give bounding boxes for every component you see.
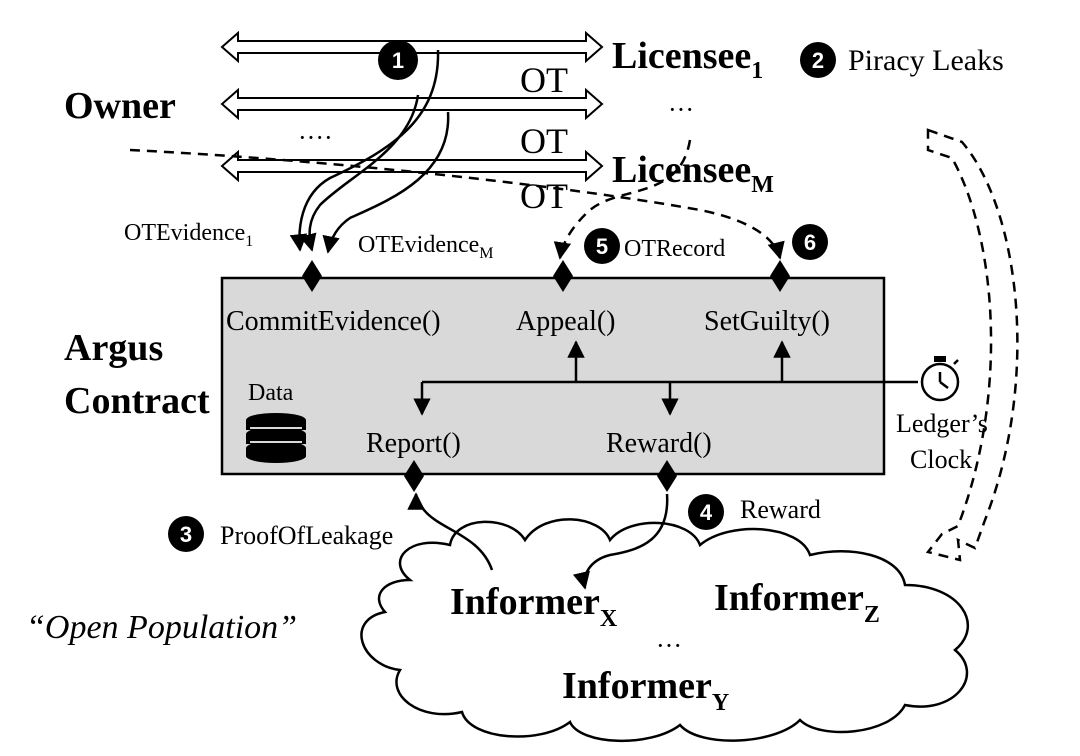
ot-evidence-1-label: OTEvidence1 xyxy=(124,220,253,250)
informer-y-label: InformerY xyxy=(562,665,729,716)
badge-6: 6 xyxy=(792,224,828,260)
evidence-arrow-3 xyxy=(322,111,450,254)
ledger-clock-line2: Clock xyxy=(910,445,972,474)
badge-2: 2 xyxy=(800,42,836,78)
svg-text:2: 2 xyxy=(812,48,824,73)
open-population-caption: “Open Population” xyxy=(26,609,297,646)
licensee-ellipsis: ··· xyxy=(668,95,694,124)
svg-text:1: 1 xyxy=(392,48,404,73)
owner-setguilty-dashed-arrow xyxy=(129,148,785,260)
informer-z-label: InformerZ xyxy=(714,577,880,628)
svg-text:6: 6 xyxy=(804,230,816,255)
report-function: Report() xyxy=(366,428,461,459)
database-icon xyxy=(246,413,306,463)
evidence-arrow-1 xyxy=(289,49,440,252)
contract-title-line1: Argus xyxy=(64,327,163,369)
stopwatch-icon xyxy=(920,356,960,402)
owner-label: Owner xyxy=(64,85,176,127)
reward-arrow xyxy=(572,493,669,590)
svg-text:5: 5 xyxy=(596,234,608,259)
contract-title-line2: Contract xyxy=(64,380,210,422)
channel-arrow-1 xyxy=(220,30,604,64)
ot-evidence-m-label: OTEvidenceM xyxy=(358,232,494,262)
set-guilty-function: SetGuilty() xyxy=(704,306,830,337)
ot-label-1: OT xyxy=(520,60,568,100)
population-cloud xyxy=(360,518,969,742)
licensee-m-label: LicenseeM xyxy=(612,149,774,198)
data-label: Data xyxy=(248,380,294,406)
svg-text:3: 3 xyxy=(180,522,192,547)
set-guilty-port xyxy=(770,260,790,292)
reward-function: Reward() xyxy=(606,428,712,459)
badge-4: 4 xyxy=(688,494,724,530)
reward-port xyxy=(657,460,677,492)
evidence-arrows xyxy=(289,49,450,254)
ot-record-label: OTRecord xyxy=(624,236,725,262)
appeal-function: Appeal() xyxy=(516,306,616,337)
proof-of-leakage-arrow xyxy=(407,492,494,571)
report-port xyxy=(404,460,424,492)
informer-ellipsis: ··· xyxy=(656,631,682,660)
evidence-arrow-2 xyxy=(299,94,420,252)
badge-3: 3 xyxy=(168,516,204,552)
badge-1: 1 xyxy=(378,40,418,80)
licensee-1-label: Licensee1 xyxy=(612,35,763,84)
svg-text:4: 4 xyxy=(700,500,713,525)
ledger-clock-line1: Ledger’s xyxy=(896,409,988,438)
reward-label: Reward xyxy=(740,495,821,524)
piracy-leaks-label: Piracy Leaks xyxy=(848,44,1004,77)
ot-label-2: OT xyxy=(520,121,568,161)
licensee-appeal-dashed-arrow xyxy=(553,139,692,260)
commit-evidence-port xyxy=(302,260,322,292)
ot-label-3: OT xyxy=(520,176,568,216)
owner-ellipsis: ···· xyxy=(298,123,333,152)
informer-x-label: InformerX xyxy=(450,581,618,632)
proof-of-leakage-label: ProofOfLeakage xyxy=(220,521,393,550)
commit-evidence-function: CommitEvidence() xyxy=(226,306,441,337)
channel-arrow-2 xyxy=(220,87,604,121)
leak-feedback-dashed-arrow xyxy=(925,128,1019,562)
clock-signal-lines xyxy=(413,340,918,416)
argus-contract-box xyxy=(220,276,886,476)
appeal-port xyxy=(553,260,573,292)
badge-5: 5 xyxy=(584,228,620,264)
